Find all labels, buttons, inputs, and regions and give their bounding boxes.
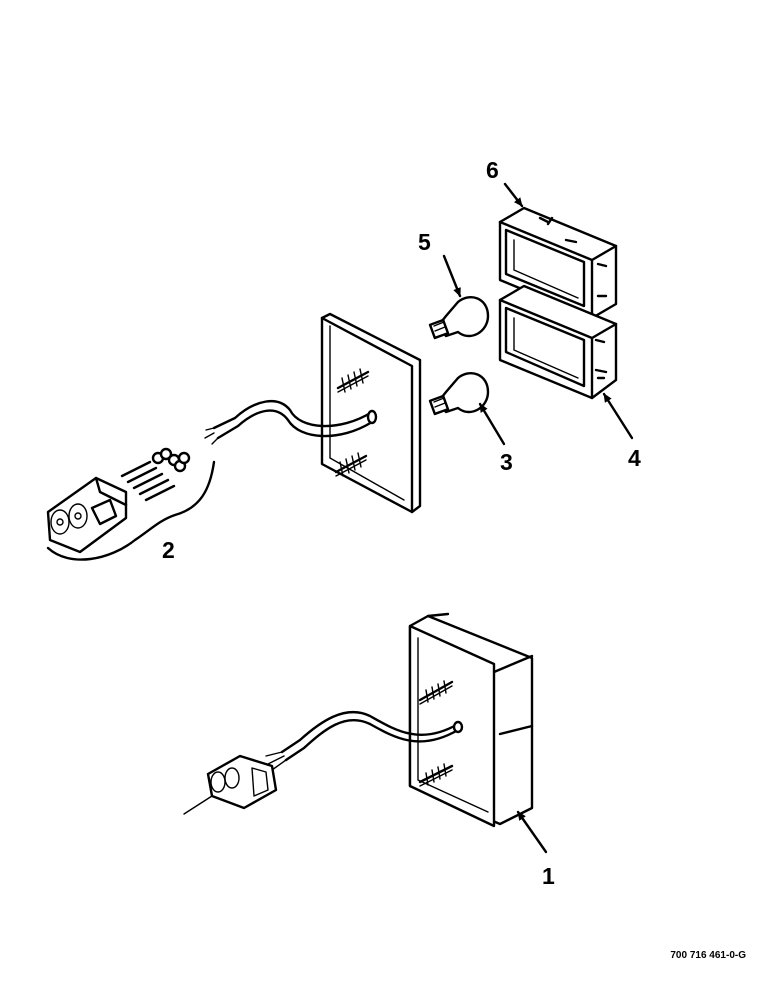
- wire-lead-upper: [204, 400, 378, 445]
- assembly-stud-lower: [418, 763, 454, 787]
- mounting-stud-upper: [336, 368, 370, 393]
- callout-number-5: 5: [418, 229, 431, 255]
- assembly-stud-upper: [418, 680, 454, 705]
- assembly-harness: [183, 710, 464, 815]
- light-assembly-item-1: [408, 612, 534, 828]
- callout-number-6: 6: [486, 157, 499, 183]
- bulb-item-3: [428, 372, 490, 416]
- mounting-stud-lower: [334, 452, 368, 477]
- callout-number-2: 2: [162, 537, 175, 563]
- connector-seals: [151, 447, 191, 473]
- callout-number-3: 3: [500, 449, 513, 475]
- callout-number-4: 4: [628, 445, 641, 471]
- connector-terminals: [120, 460, 176, 502]
- connector-housing: [46, 476, 128, 554]
- brace-item-2: [46, 460, 216, 561]
- bulb-item-5: [428, 296, 490, 340]
- callout-number-1: 1: [542, 863, 555, 889]
- leader-lines: [442, 182, 634, 854]
- drawing-number: 700 716 461-0-G: [670, 950, 746, 961]
- lens-item-4: [498, 284, 618, 400]
